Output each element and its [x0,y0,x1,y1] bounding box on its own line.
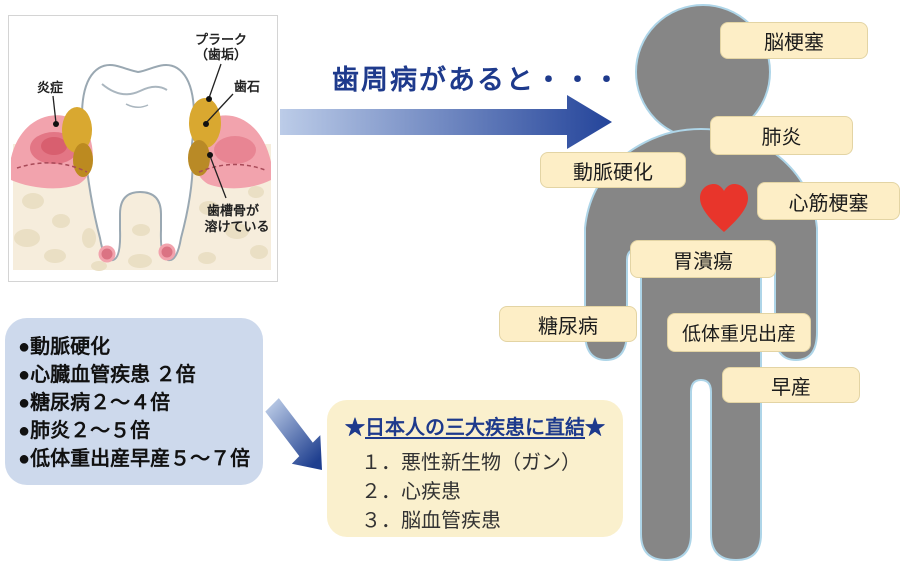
risk-item: ●動脈硬化 [18,336,111,358]
conclusion-title: ★日本人の三大疾患に直結★ [327,411,623,440]
bone-pebbles [14,186,268,271]
disease-tag-cerebral-infarction: 脳梗塞 [720,22,868,59]
disease-tag-gastric-ulcer: 胃潰瘍 [630,240,776,278]
tooth-occlusal-line-2 [125,103,149,108]
risk-item: ●肺炎２～５倍 [18,420,151,442]
heart-icon [700,184,748,232]
conclusion-box: ★日本人の三大疾患に直結★ １．悪性新生物（ガン） ２．心疾患 ３．脳血管疾患 [327,400,623,537]
conclusion-item: ３．脳血管疾患 [361,510,501,532]
disease-tag-diabetes: 糖尿病 [499,306,637,342]
bone-loss-dashed-lines [16,162,266,173]
arrow-diagonal-icon [265,398,322,470]
gum-inflammation-blush-right [214,136,256,164]
leader-dots [53,96,213,158]
conclusion-items: １．悪性新生物（ガン） ２．心疾患 ３．脳血管疾患 [327,449,623,536]
headline-text: 歯周病があると・・・ [332,65,622,95]
root-apex-inflammation [98,243,176,263]
bone-loss-label-line1: 歯槽骨が [207,203,259,218]
plaque-label-line2: （歯垢） [195,47,247,62]
inflammation-label: 炎症 [37,80,63,95]
tooth-diagram-panel: プラーク （歯垢） 歯石 炎症 歯槽骨が 溶けている [8,15,278,282]
leader-lines [52,63,234,199]
disease-tag-low-birth-weight: 低体重児出産 [667,313,811,352]
plaque-label-line1: プラーク [195,32,247,47]
tooth-illustration: プラーク （歯垢） 歯石 炎症 歯槽骨が 溶けている [11,32,271,271]
risk-item: ●低体重出産早産５～７倍 [18,448,251,470]
risk-item: ●心臓血管疾患 ２倍 [18,364,196,386]
conclusion-title-text: 日本人の三大疾患に直結 [365,417,585,439]
arrow-right-icon [280,95,612,149]
disease-tag-arteriosclerosis: 動脈硬化 [540,152,686,188]
star-icon: ★ [345,417,365,439]
disease-tag-myocardial-infarction: 心筋梗塞 [757,182,900,220]
star-icon: ★ [585,417,605,439]
risk-item: ●糖尿病２～４倍 [18,392,171,414]
tooth-occlusal-line [101,83,168,96]
bone-loss-label-line2: 溶けている [204,219,269,234]
gum-inflammation-core-left [41,137,67,155]
conclusion-item: １．悪性新生物（ガン） [361,452,581,474]
disease-tag-premature-birth: 早産 [722,367,860,403]
conclusion-item: ２．心疾患 [361,481,461,503]
disease-tag-pneumonia: 肺炎 [710,116,853,155]
calculus-label: 歯石 [234,79,260,94]
risk-summary-box: ●動脈硬化 ●心臓血管疾患 ２倍 ●糖尿病２～４倍 ●肺炎２～５倍 ●低体重出産… [5,318,263,485]
